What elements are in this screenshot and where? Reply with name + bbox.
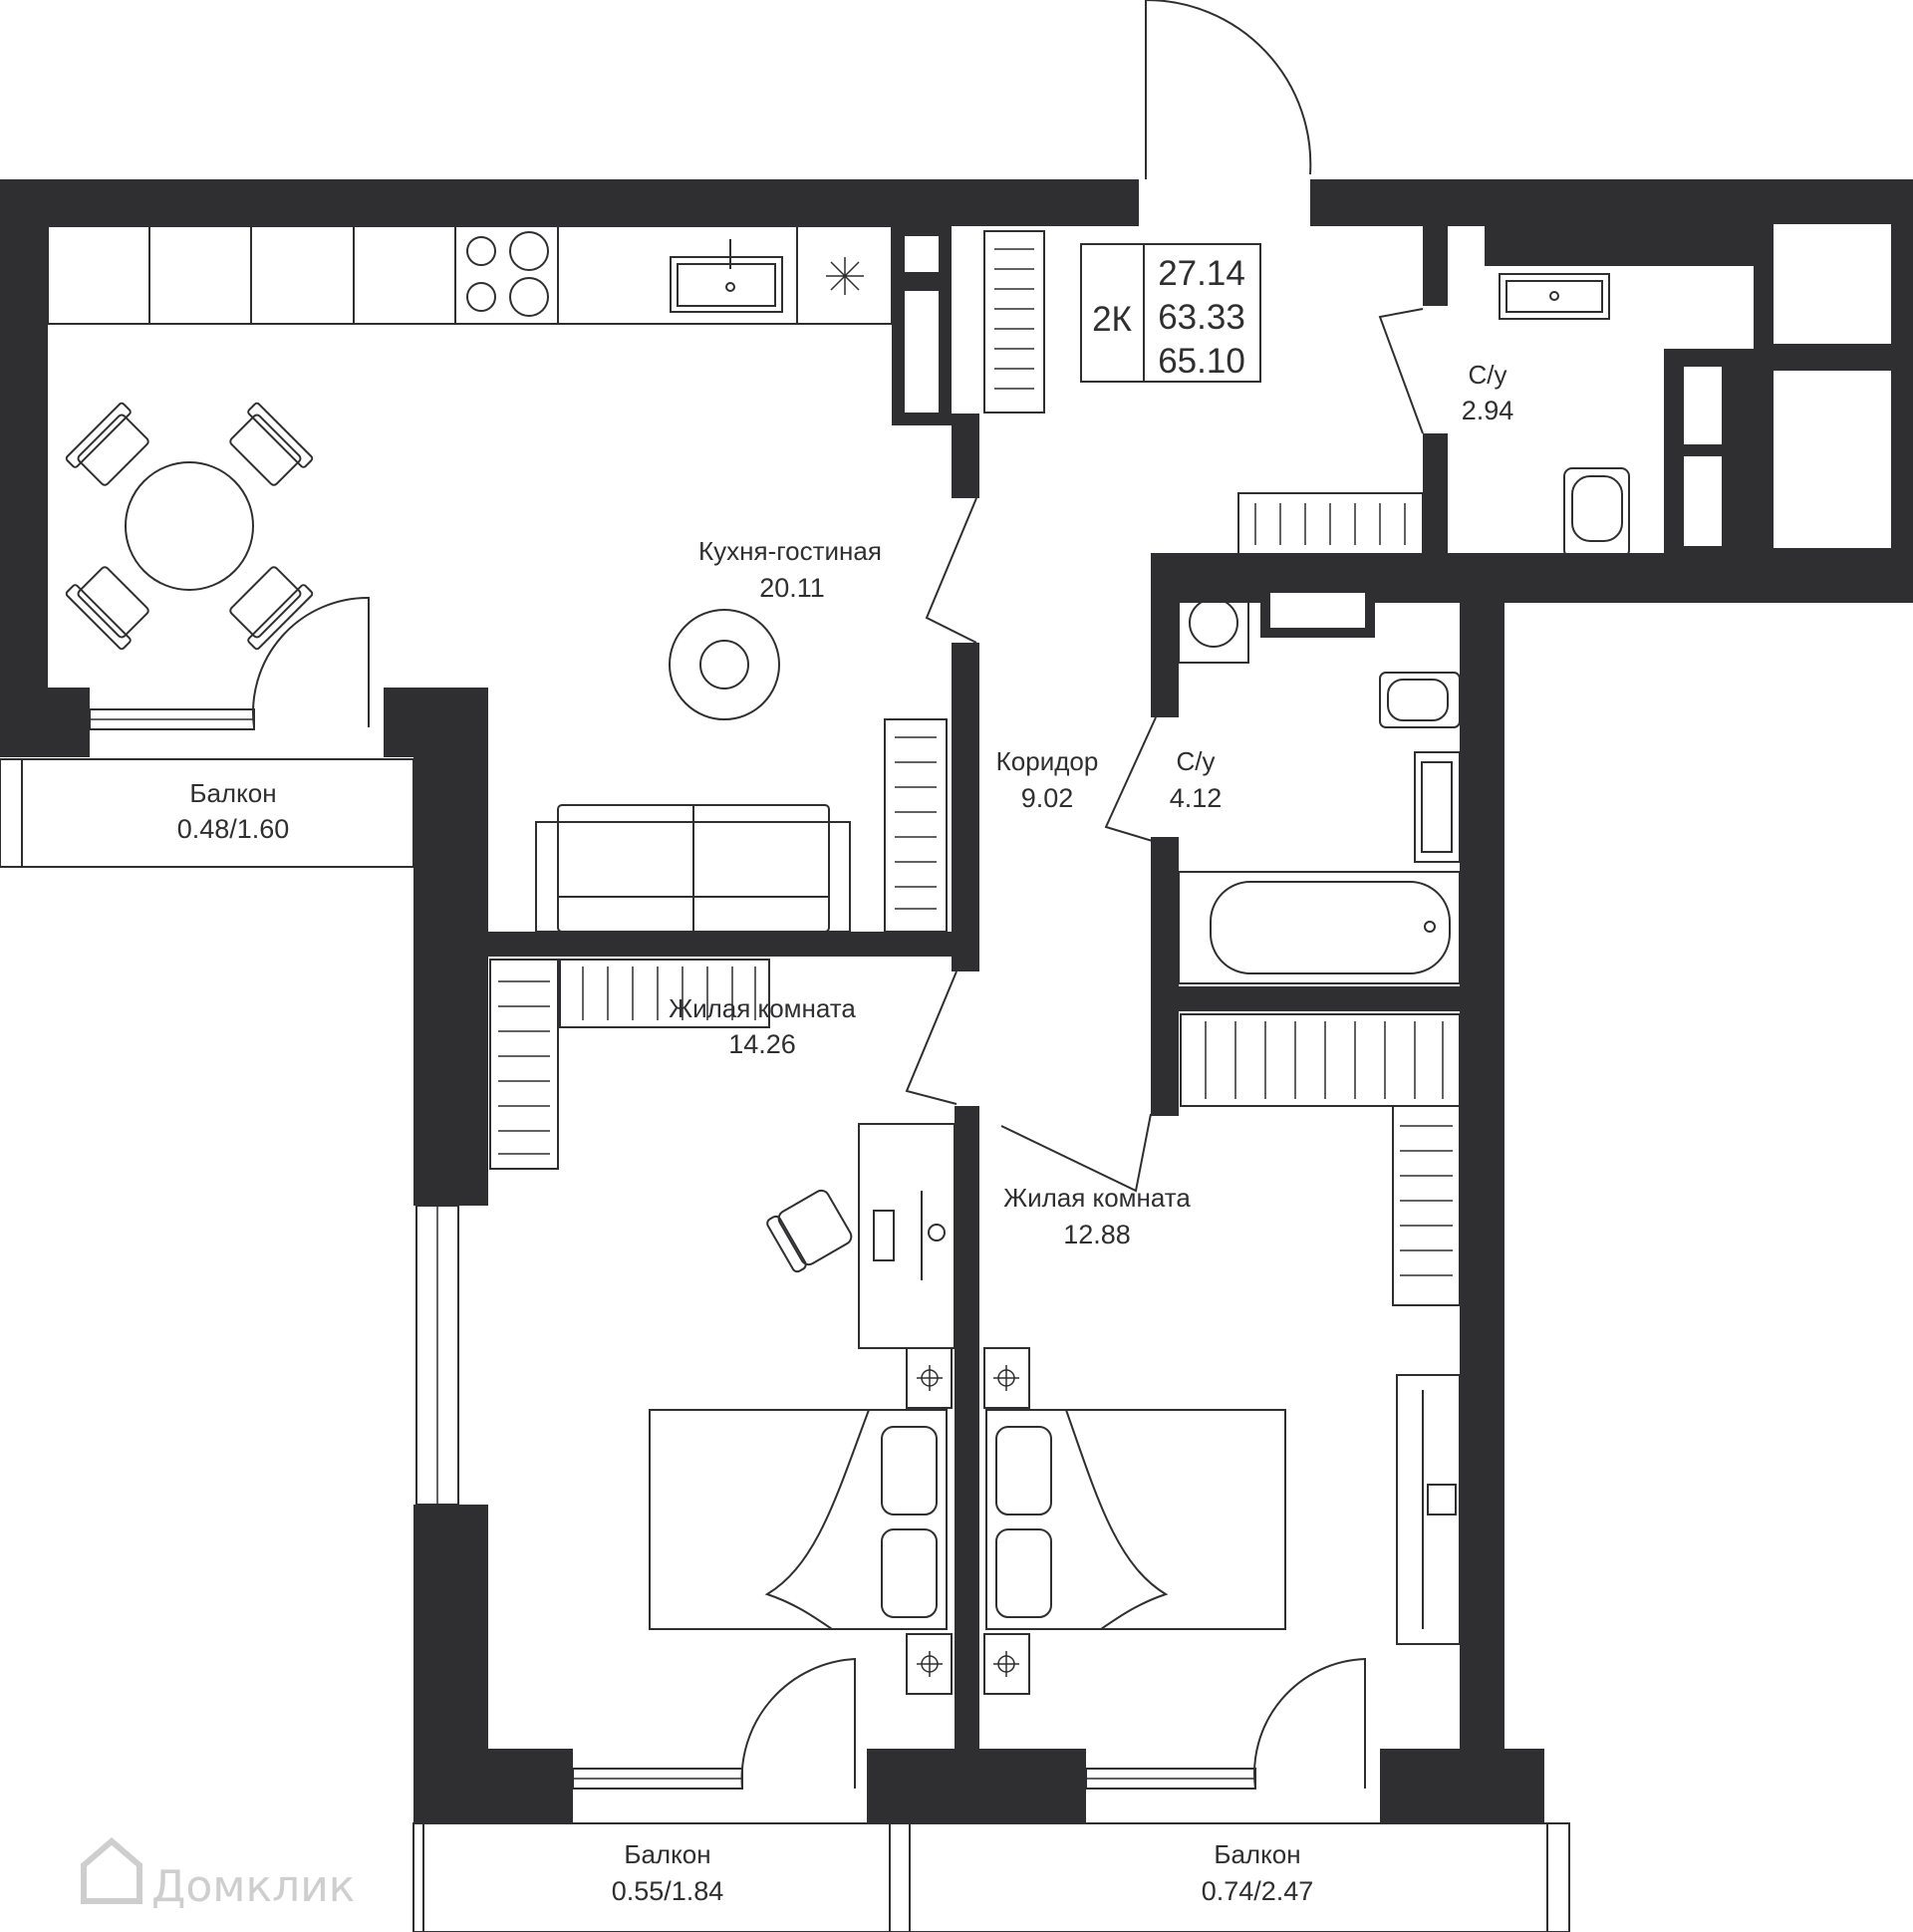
toilet-icon [1563,467,1630,559]
balcony-bedrooms [412,1822,1570,1932]
watermark: Домклик [81,1837,355,1912]
sink-icon [670,239,783,313]
room-area-bedroom-1: 14.26 [728,1029,796,1059]
total-area-with-balconies: 65.10 [1158,342,1245,381]
room-area-kitchen: 20.11 [759,573,825,603]
nightstand-icon [906,1347,953,1695]
house-icon [81,1837,142,1904]
balcony-door-kitchen [89,596,370,730]
room-area-bedroom-2: 12.88 [1063,1220,1131,1249]
apartment-type: 2К [1092,300,1132,339]
living-area: 27.14 [1158,254,1245,293]
room-name-bedroom-1: Жилая комната [669,993,856,1023]
total-area: 63.33 [1158,298,1245,337]
wardrobes [489,230,1461,1306]
room-name-bedroom-2: Жилая комната [1003,1183,1191,1213]
room-area-bathroom-2: 4.12 [1170,783,1223,813]
sink-icon [1499,273,1610,320]
toilet-icon [1379,672,1461,728]
summary-box: 2К 27.14 63.33 65.10 [1080,243,1261,383]
room-area-bathroom-1: 2.94 [1462,396,1514,425]
bathroom-294-fixtures [1499,273,1630,559]
room-name-bathroom-2: С/у [1177,746,1216,776]
window-bedroom-1 [415,1205,459,1506]
room-name-balcony-3: Балкон [1214,1839,1300,1869]
room-name-kitchen: Кухня-гостиная [698,536,882,566]
bathroom-412-fixtures [1178,582,1461,984]
balcony-door-bedroom-2 [1085,1657,1366,1790]
room-name-corridor: Коридор [996,746,1099,776]
star-icon [826,257,864,295]
shafts [1684,224,1891,548]
bathtub-icon [1178,871,1461,984]
interior-doors [905,308,1424,1193]
rug-icon [669,609,780,720]
room-area-balcony-3: 0.74/2.47 [1202,1876,1314,1906]
chair-icon [766,1189,853,1273]
room-name-bathroom-1: С/у [1469,360,1507,390]
balcony-kitchen [0,758,414,868]
balcony-door-bedroom-1 [572,1657,856,1790]
entrance-door [1145,0,1312,179]
walls [0,179,1913,1823]
nightstand-icon [983,1347,1030,1695]
sink-icon [1414,751,1461,863]
room-name-balcony-2: Балкон [624,1839,710,1869]
desk-icon [858,1123,956,1349]
watermark-text: Домклик [151,1861,355,1912]
room-area-balcony-2: 0.55/1.84 [612,1876,724,1906]
bed-icon [649,1409,948,1630]
washing-machine-icon [1178,582,1249,664]
room-labels: Кухня-гостиная 20.11 Коридор 9.02 С/у 2.… [177,360,1514,1906]
dining-table-icon [65,402,314,651]
room-area-corridor: 9.02 [1021,783,1074,813]
stove-icon [466,231,549,317]
bed-icon [985,1409,1286,1630]
tv-icon [1396,1374,1461,1645]
bedroom-1-furniture [649,1123,956,1695]
bedroom-2-furniture [983,1347,1461,1695]
room-name-balcony-1: Балкон [189,778,276,808]
kitchen-counter [47,225,939,413]
sofa-icon [535,804,851,933]
room-area-balcony-1: 0.48/1.60 [177,814,290,844]
